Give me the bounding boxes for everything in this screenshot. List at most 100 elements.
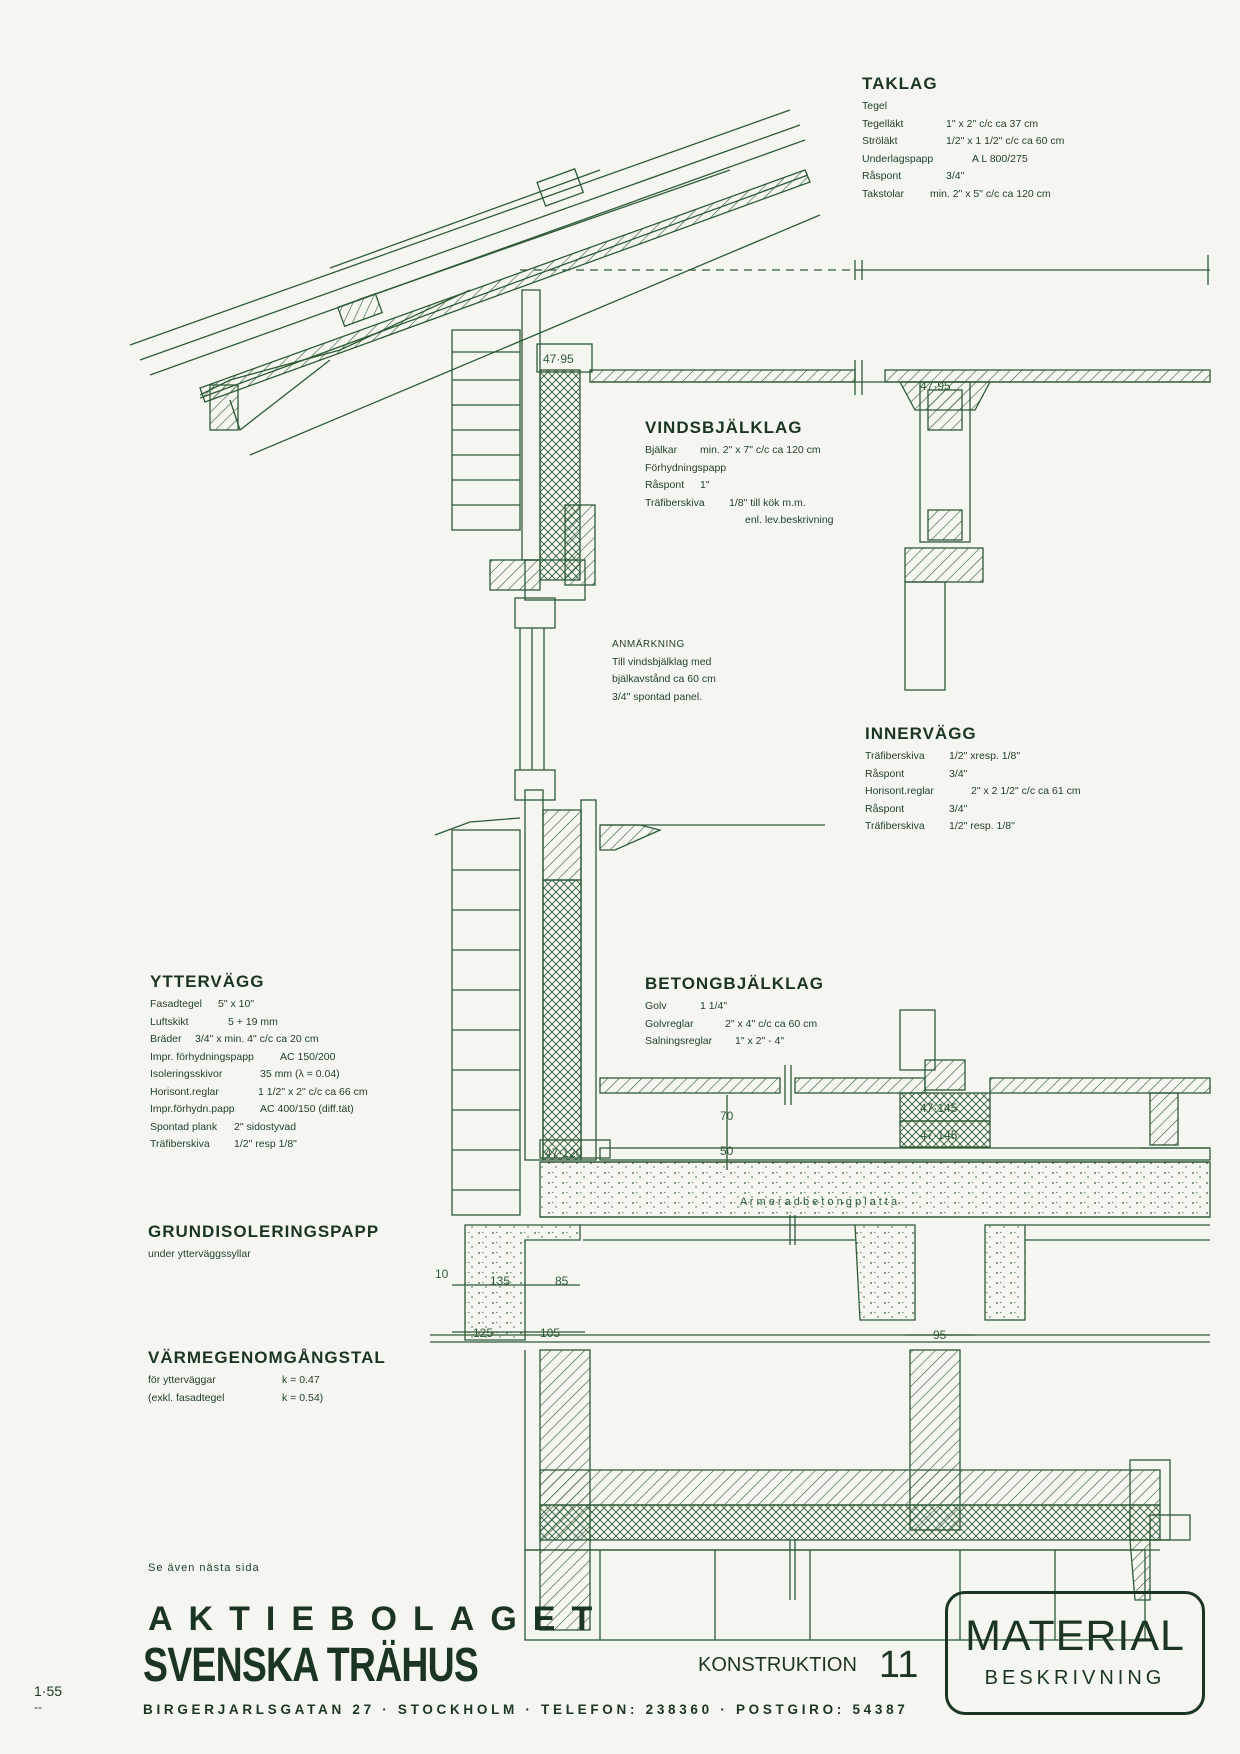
- exterior-wall-upper: [451, 289, 596, 601]
- spec-key: Bjälkar: [645, 444, 678, 456]
- spec-row: Fasadtegel 5" x 10": [150, 996, 368, 1014]
- spec-key: Ströläkt: [862, 135, 898, 147]
- spec-value: enl. lev.beskrivning: [745, 514, 834, 526]
- spec-value: 5" x 10": [218, 998, 255, 1010]
- window-section: [514, 597, 556, 801]
- dim-70: 70: [720, 1109, 734, 1123]
- spec-row: Golvreglar 2" x 4" c/c ca 60 cm: [645, 1016, 824, 1034]
- page-number-sub: --: [34, 1700, 42, 1714]
- spec-row: Råspont 1": [645, 477, 834, 495]
- ceiling-joist: [536, 343, 1211, 691]
- spec-key: Råspont: [865, 767, 905, 780]
- spec-key: Fasadtegel: [150, 998, 202, 1010]
- betongbjalklag-title: BETONGBJÄLKLAG: [645, 974, 824, 993]
- see-next-page-note: Se även nästa sida: [148, 1562, 260, 1574]
- spec-value: 1" x 2" - 4": [735, 1035, 785, 1047]
- spec-row: Råspont 3/4": [865, 766, 1081, 784]
- yttervagg-title: YTTERVÄGG: [150, 972, 265, 991]
- note-line: bjälkavstånd ca 60 cm: [612, 673, 716, 685]
- spec-key: Träfiberskiva: [150, 1138, 210, 1150]
- spec-key: Träfiberskiva: [645, 496, 705, 509]
- spec-row: Isoleringsskivor 35 mm (λ = 0.04): [150, 1066, 368, 1084]
- spec-key: Impr.förhydn.papp: [150, 1103, 235, 1115]
- spec-value: 1 1/2" x 2" c/c ca 66 cm: [258, 1085, 368, 1098]
- spec-key: Isoleringsskivor: [150, 1068, 223, 1080]
- grundisolering-title: GRUNDISOLERINGSPAPP: [148, 1222, 380, 1241]
- anmarkning-note: ANMÄRKNING Till vindsbjälklag med bjälka…: [612, 636, 716, 706]
- vindsbjalklag-title: VINDSBJÄLKLAG: [645, 418, 803, 437]
- spec-row: Ströläkt 1/2" x 1 1/2" c/c ca 60 cm: [862, 133, 1064, 151]
- spec-key: Salningsreglar: [645, 1035, 713, 1047]
- spec-key: Tegel: [862, 100, 888, 112]
- spec-value: 1/2" x 1 1/2" c/c ca 60 cm: [946, 135, 1065, 147]
- spec-key: Råspont: [645, 479, 685, 491]
- spec-value: AC 400/150 (diff.tät): [260, 1103, 354, 1115]
- spec-row: Horisont.reglar 1 1/2" x 2" c/c ca 66 cm: [150, 1084, 368, 1102]
- concrete-slab: [464, 1161, 1211, 1341]
- dim-47-95-b: 47·95: [920, 379, 951, 393]
- spec-row: enl. lev.beskrivning: [645, 512, 834, 530]
- spec-value: min. 2" x 5" c/c ca 120 cm: [930, 187, 1051, 200]
- company-address: BIRGERJARLSGATAN 27 · STOCKHOLM · TELEFO…: [143, 1702, 909, 1717]
- spec-key: Träfiberskiva: [865, 820, 925, 832]
- material-title: MATERIAL: [965, 1612, 1185, 1660]
- spec-value: 35 mm (λ = 0.04): [260, 1068, 340, 1080]
- spec-value: 2" x 2 1/2" c/c ca 61 cm: [971, 785, 1081, 797]
- spec-key: Spontad plank: [150, 1120, 218, 1133]
- spec-key: Bräder: [150, 1033, 182, 1045]
- spec-key: Tegelläkt: [862, 117, 904, 130]
- spec-key: Impr. förhydningspapp: [150, 1050, 254, 1063]
- dim-85: 85: [555, 1274, 569, 1288]
- spec-key: Golvreglar: [645, 1017, 694, 1030]
- spec-value: 3/4": [946, 170, 965, 182]
- dim-47-120: 47·120: [545, 1146, 583, 1160]
- spec-key: Takstolar: [862, 187, 905, 200]
- beskrivning-title: BESKRIVNING: [984, 1667, 1166, 1689]
- page-number: 1·55: [34, 1683, 63, 1699]
- spec-key: Råspont: [862, 170, 902, 182]
- spec-row: Förhydningspapp: [645, 460, 834, 478]
- spec-row: Spontad plank 2" sidostyvad: [150, 1119, 368, 1137]
- spec-value: 1": [700, 479, 710, 491]
- konstruktion-number: 11: [878, 1644, 919, 1686]
- spec-key: Förhydningspapp: [645, 461, 727, 474]
- spec-row: Träfiberskiva 1/2" resp 1/8": [150, 1136, 368, 1154]
- company-prefix: AKTIEBOLAGET: [148, 1600, 609, 1638]
- spec-value: 1/2" resp 1/8": [234, 1138, 297, 1150]
- foundation-section: [430, 1334, 1210, 1641]
- spec-row: Tegel: [862, 98, 1064, 116]
- spec-value: 2" sidostyvad: [234, 1120, 297, 1133]
- spec-key: för ytterväggar: [148, 1374, 216, 1386]
- spec-value: 3/4": [949, 767, 968, 780]
- roof-section: [129, 109, 821, 456]
- dim-47-145-b: 47·145: [920, 1128, 958, 1142]
- spec-value: 2" x 4" c/c ca 60 cm: [725, 1017, 818, 1030]
- spec-value: 5 + 19 mm: [228, 1015, 278, 1028]
- spec-value: 1" x 2" c/c ca 37 cm: [946, 117, 1039, 130]
- taklag-spec: TAKLAG Tegel Tegelläkt 1" x 2" c/c ca 37 …: [862, 74, 1064, 203]
- spec-key: Horisont.reglar: [150, 1085, 219, 1098]
- dim-135: 135: [490, 1274, 510, 1288]
- spec-value: k = 0.54): [282, 1391, 324, 1404]
- spec-row: under ytterväggssyllar: [148, 1246, 379, 1264]
- floor-section: [599, 1009, 1211, 1161]
- spec-row: Impr.förhydn.papp AC 400/150 (diff.tät): [150, 1101, 368, 1119]
- spec-key: Träfiberskiva: [865, 750, 925, 762]
- slab-label: A r m e r a d b e t o n g p l a t t a: [740, 1196, 898, 1208]
- taklag-title: TAKLAG: [862, 74, 938, 93]
- dim-10: 10: [435, 1267, 449, 1281]
- note-line: Till vindsbjälklag med: [612, 655, 712, 668]
